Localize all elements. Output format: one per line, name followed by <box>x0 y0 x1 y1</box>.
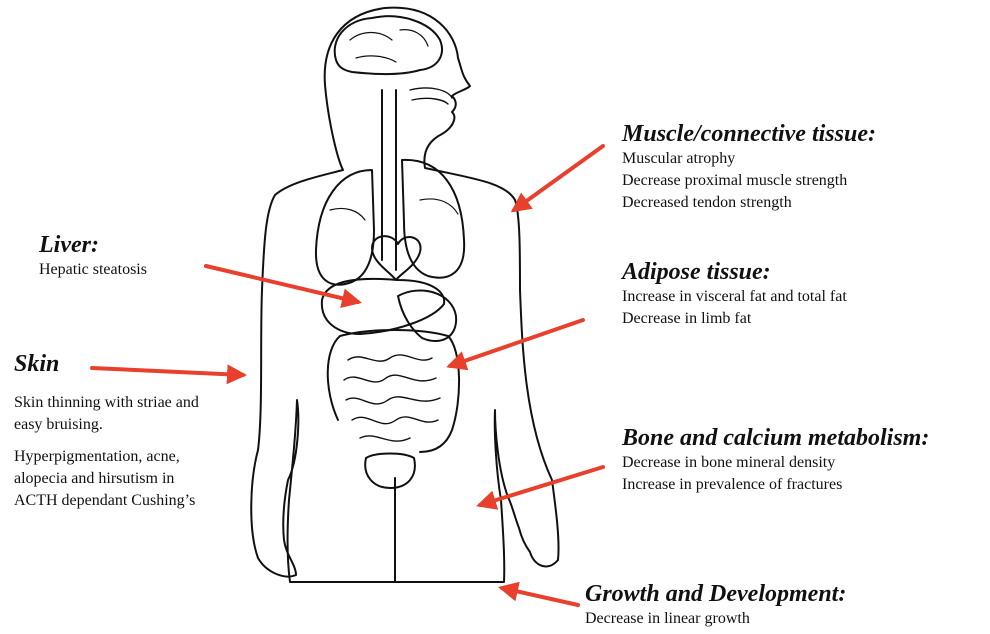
muscle-heading: Muscle/connective tissue: <box>622 120 876 148</box>
large-intestine <box>328 330 459 452</box>
liver-heading: Liver: <box>39 231 147 259</box>
bone-line-2: Increase in prevalence of fractures <box>622 474 929 496</box>
small-intestine <box>344 355 440 441</box>
left-lung <box>316 170 374 285</box>
adipose-line-2: Decrease in limb fat <box>622 308 847 330</box>
skin-heading: Skin <box>14 350 254 378</box>
liver-callout: Liver: Hepatic steatosis <box>39 231 147 281</box>
growth-arrow <box>502 588 578 605</box>
liver-line-1: Hepatic steatosis <box>39 259 147 281</box>
bone-callout: Bone and calcium metabolism: Decrease in… <box>622 424 929 496</box>
growth-line-1: Decrease in linear growth <box>585 608 846 630</box>
liver <box>322 279 444 334</box>
muscle-callout: Muscle/connective tissue: Muscular atrop… <box>622 120 876 214</box>
stomach <box>398 290 456 341</box>
adipose-line-1: Increase in visceral fat and total fat <box>622 286 847 308</box>
right-lung <box>402 160 464 278</box>
muscle-line-2: Decrease proximal muscle strength <box>622 170 876 192</box>
skin-paragraph-1: Skin thinning with striae and easy bruis… <box>14 392 209 436</box>
muscle-line-1: Muscular atrophy <box>622 148 876 170</box>
windpipe <box>382 90 396 270</box>
bone-line-1: Decrease in bone mineral density <box>622 452 929 474</box>
adipose-callout: Adipose tissue: Increase in visceral fat… <box>622 258 847 330</box>
growth-heading: Growth and Development: <box>585 580 846 608</box>
brain <box>335 16 442 74</box>
bone-heading: Bone and calcium metabolism: <box>622 424 929 452</box>
skin-paragraph-2: Hyperpigmentation, acne, alopecia and hi… <box>14 446 202 512</box>
skin-callout: Skin Skin thinning with striae and easy … <box>14 350 254 512</box>
muscle-line-3: Decreased tendon strength <box>622 192 876 214</box>
bladder <box>365 454 415 489</box>
growth-callout: Growth and Development: Decrease in line… <box>585 580 846 630</box>
adipose-arrow <box>450 320 583 366</box>
muscle-arrow <box>514 146 603 210</box>
adipose-heading: Adipose tissue: <box>622 258 847 286</box>
